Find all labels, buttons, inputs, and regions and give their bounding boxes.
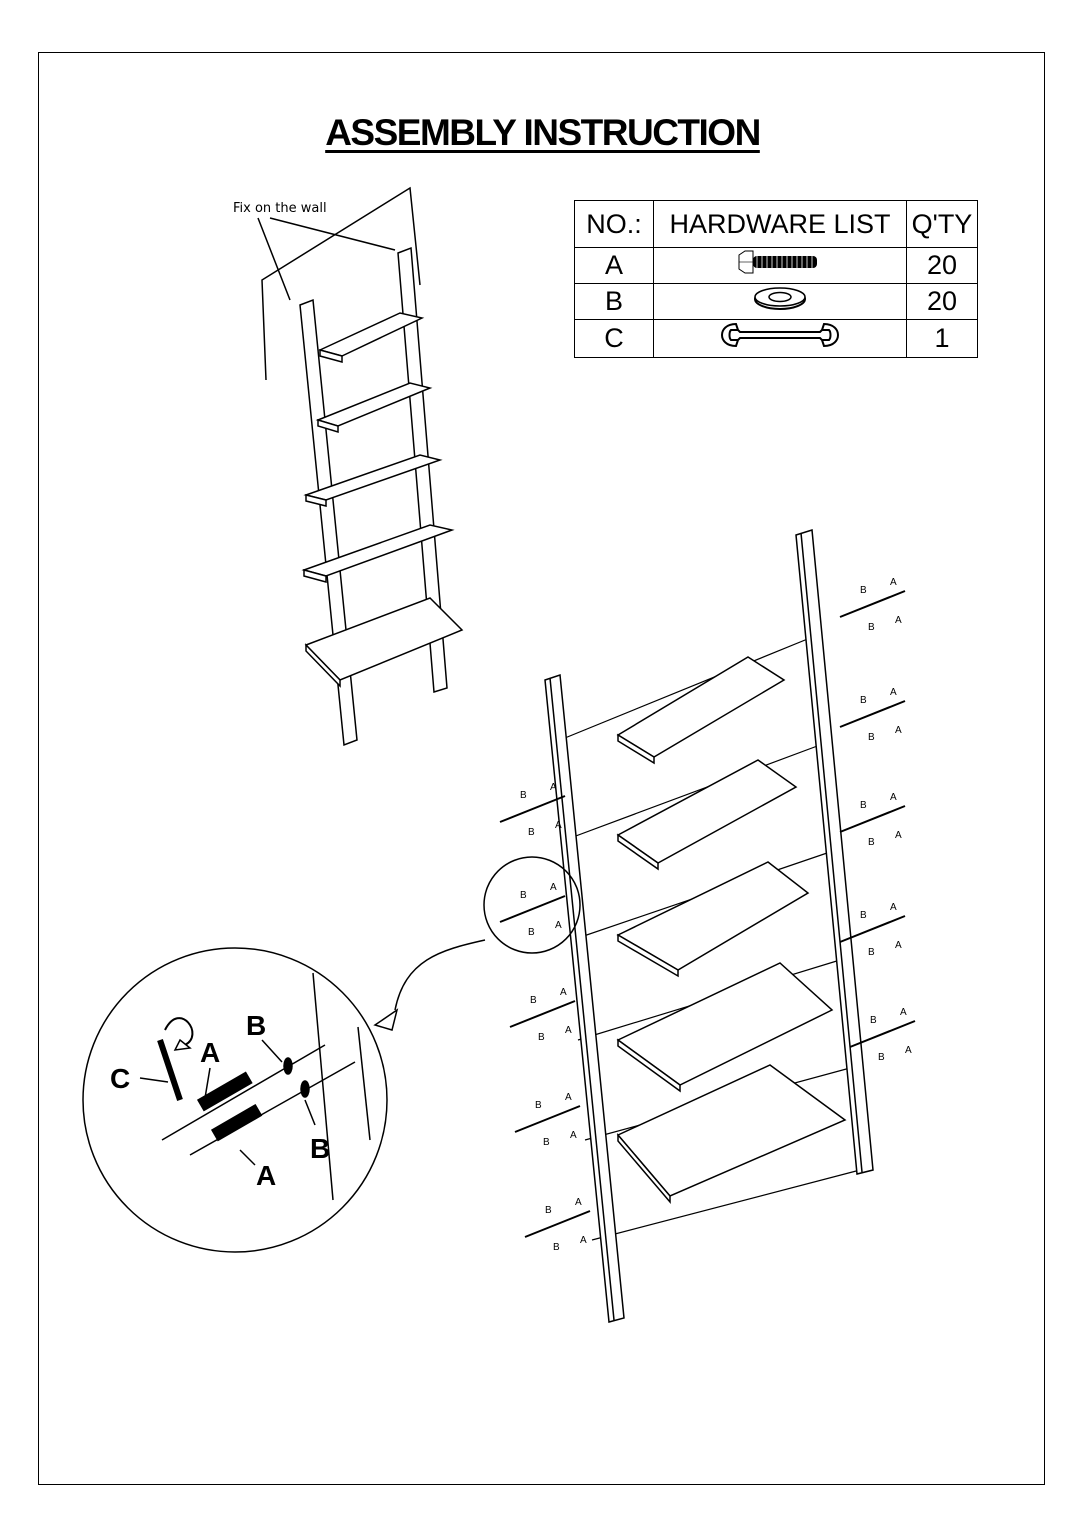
- callout-label-washer: B: [870, 1015, 877, 1026]
- callout-label-washer: B: [860, 695, 867, 706]
- detail-magnified-view: C A B B A: [82, 947, 388, 1253]
- callout-label-washer: B: [860, 910, 867, 921]
- callout-group: A B A B: [499, 882, 566, 938]
- callout-label-bolt: A: [895, 830, 902, 841]
- small-ladder-illustration: Fix on the wall: [233, 186, 464, 747]
- callout-group: A B A B: [524, 1197, 591, 1253]
- row-no: B: [574, 283, 654, 320]
- callout-group: A B A B: [839, 902, 906, 958]
- header-qty: Q'TY: [906, 200, 978, 248]
- callout-label-bolt: A: [890, 687, 897, 698]
- callout-group: A B A B: [839, 792, 906, 848]
- bolt-line: [839, 590, 906, 618]
- callout-label-washer: B: [878, 1052, 885, 1063]
- bolt-line: [839, 805, 906, 833]
- callout-label-washer: B: [535, 1100, 542, 1111]
- callout-group: A B A B: [839, 687, 906, 743]
- callout-group: A B A B: [499, 782, 566, 838]
- bolt-line: [514, 1105, 581, 1133]
- callout-label-bolt: A: [900, 1007, 907, 1018]
- callout-label-washer: B: [520, 790, 527, 801]
- callout-label-washer: B: [553, 1242, 560, 1253]
- detail-label-bolt: A: [200, 1037, 220, 1068]
- bolt-line: [524, 1210, 591, 1238]
- callout-label-bolt: A: [895, 615, 902, 626]
- detail-label-washer: B: [310, 1133, 330, 1164]
- callout-label-washer: B: [545, 1205, 552, 1216]
- bolt-line: [839, 700, 906, 728]
- callout-label-washer: B: [868, 947, 875, 958]
- shelf-3: [616, 861, 810, 978]
- callout-label-bolt: A: [890, 577, 897, 588]
- page-border: [38, 52, 1045, 1485]
- callout-group: A B A B: [849, 1007, 916, 1063]
- callout-label-bolt: A: [565, 1025, 572, 1036]
- callout-label-washer: B: [530, 995, 537, 1006]
- callout-group: A B A B: [509, 987, 576, 1043]
- detail-label-bolt: A: [256, 1160, 276, 1191]
- callout-label-bolt: A: [550, 882, 557, 893]
- callout-label-bolt: A: [570, 1130, 577, 1141]
- callout-label-bolt: A: [895, 725, 902, 736]
- row-qty: 20: [906, 283, 978, 320]
- detail-label-washer: B: [246, 1010, 266, 1041]
- bolt-icon: [653, 247, 907, 284]
- callout-label-bolt: A: [555, 820, 562, 831]
- callout-label-washer: B: [868, 732, 875, 743]
- bolt-line: [849, 1020, 916, 1048]
- bolt-line: [499, 895, 566, 923]
- shelf-5: [616, 1064, 847, 1205]
- callout-label-washer: B: [520, 890, 527, 901]
- callout-label-bolt: A: [560, 987, 567, 998]
- shelf-4: [616, 962, 834, 1093]
- callout-group: A B A B: [514, 1092, 581, 1148]
- row-qty: 1: [906, 319, 978, 358]
- wall-note: Fix on the wall: [233, 201, 327, 216]
- shelf-1: [616, 656, 786, 765]
- table-row: C 1: [574, 319, 978, 358]
- large-ladder-illustration: [373, 529, 874, 1323]
- row-no: A: [574, 247, 654, 284]
- hardware-table: NO.: HARDWARE LIST Q'TY A 20 B 20 C 1: [574, 200, 978, 358]
- shelf-2: [616, 759, 798, 871]
- page-title: ASSEMBLY INSTRUCTION: [325, 112, 761, 153]
- callout-label-washer: B: [868, 837, 875, 848]
- callout-label-bolt: A: [580, 1235, 587, 1246]
- callout-label-washer: B: [528, 927, 535, 938]
- callout-label-washer: B: [860, 800, 867, 811]
- callout-label-bolt: A: [895, 940, 902, 951]
- detail-label-wrench: C: [110, 1063, 130, 1094]
- callout-label-bolt: A: [550, 782, 557, 793]
- hardware-callouts: A B A B A B A B A B A B A B A B A B A B A B A B A B A B A B A B A B A B A B A B: [499, 577, 916, 1253]
- bolt-line: [499, 795, 566, 823]
- callout-label-bolt: A: [565, 1092, 572, 1103]
- bolt-line: [509, 1000, 576, 1028]
- callout-label-bolt: A: [575, 1197, 582, 1208]
- callout-label-bolt: A: [890, 792, 897, 803]
- callout-label-washer: B: [868, 622, 875, 633]
- callout-label-bolt: A: [890, 902, 897, 913]
- callout-label-washer: B: [543, 1137, 550, 1148]
- callout-group: A B A B: [839, 577, 906, 633]
- wrench-icon: [653, 319, 907, 358]
- callout-label-washer: B: [538, 1032, 545, 1043]
- row-qty: 20: [906, 247, 978, 284]
- callout-label-washer: B: [860, 585, 867, 596]
- table-row: A 20: [574, 247, 978, 284]
- bolt-line: [839, 915, 906, 943]
- callout-label-bolt: A: [555, 920, 562, 931]
- callout-label-bolt: A: [905, 1045, 912, 1056]
- row-no: C: [574, 319, 654, 358]
- callout-label-washer: B: [528, 827, 535, 838]
